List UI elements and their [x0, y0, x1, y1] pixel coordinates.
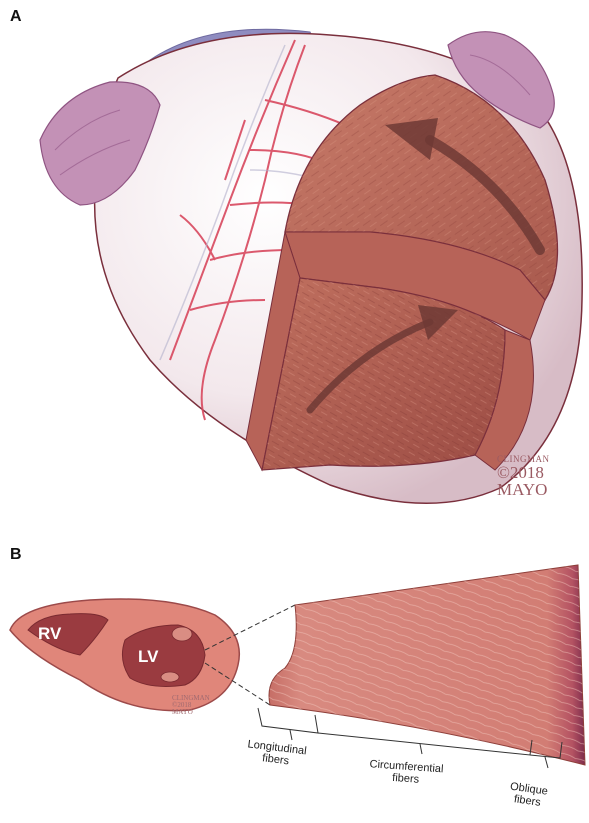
circumferential-line2: fibers [392, 771, 420, 785]
lv-label: LV [138, 647, 158, 667]
papillary-muscle [161, 672, 179, 682]
watermark-a: CLINGMAN ©2018 MAYO [497, 455, 550, 498]
watermark-b: CLINGMAN ©2018 MAYO [172, 695, 210, 716]
rv-label: RV [38, 624, 61, 644]
watermark-a-year: ©2018 [497, 464, 550, 481]
longitudinal-line2: fibers [262, 752, 290, 767]
watermark-b-institution: MAYO [172, 709, 210, 716]
papillary-muscle [172, 627, 192, 641]
watermark-a-institution: MAYO [497, 481, 550, 498]
